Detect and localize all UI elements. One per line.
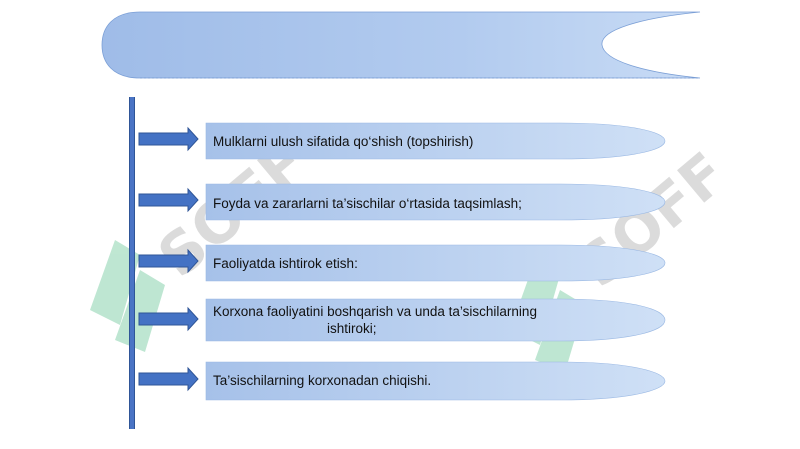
list-item: Mulklarni ulush sifatida qo‘shish (topsh… bbox=[0, 119, 800, 163]
item-ribbon bbox=[205, 122, 666, 160]
list-item: Ta’sischilarning korxonadan chiqishi. bbox=[0, 359, 800, 403]
timeline-bar bbox=[129, 97, 135, 429]
item-ribbon bbox=[205, 361, 666, 401]
item-label: Mulklarni ulush sifatida qo‘shish (topsh… bbox=[213, 134, 474, 149]
header-banner bbox=[101, 11, 701, 79]
list-item: Faoliyatda ishtirok etish: bbox=[0, 241, 800, 285]
item-label: Korxona faoliyatini boshqarish va unda t… bbox=[213, 304, 537, 336]
arrow-right-icon bbox=[138, 366, 199, 392]
item-ribbon bbox=[205, 183, 666, 221]
list-item: Korxona faoliyatini boshqarish va unda t… bbox=[0, 297, 800, 345]
arrow-right-icon bbox=[138, 306, 199, 332]
item-label: Foyda va zararlarni ta’sischilar o‘rtasi… bbox=[213, 196, 522, 211]
item-label: Faoliyatda ishtirok etish: bbox=[213, 256, 358, 271]
item-ribbon bbox=[205, 244, 666, 282]
arrow-right-icon bbox=[138, 187, 199, 213]
list-item: Foyda va zararlarni ta’sischilar o‘rtasi… bbox=[0, 180, 800, 224]
item-label: Ta’sischilarning korxonadan chiqishi. bbox=[213, 373, 432, 388]
item-ribbon bbox=[205, 298, 666, 342]
arrow-right-icon bbox=[138, 126, 199, 152]
arrow-right-icon bbox=[138, 248, 199, 274]
